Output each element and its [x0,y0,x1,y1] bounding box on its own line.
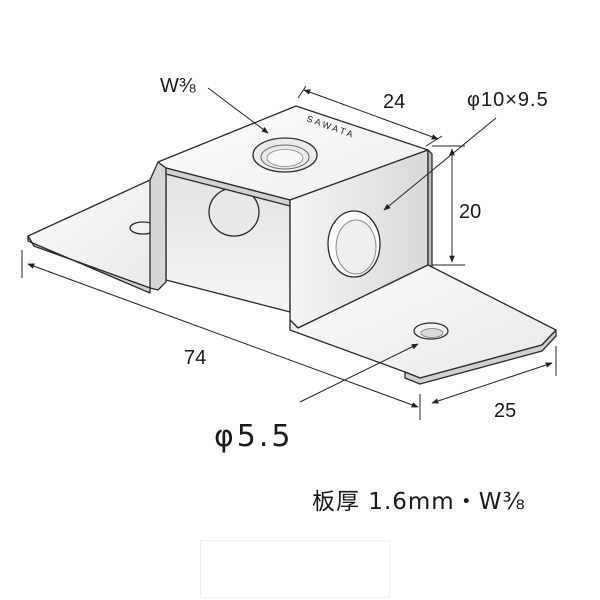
dim-top-width [303,89,439,140]
faint-frame [200,540,390,598]
label-foot-width: 25 [494,400,516,422]
dim-foot-width [431,362,553,404]
label-foot-hole: φ5.5 [214,419,294,454]
bracket-body [27,105,557,385]
label-height: 20 [459,201,481,223]
leader-side-hole [383,117,497,211]
label-thread-size: W⅜ [160,75,196,97]
spec-line: 板厚 1.6mm・W⅜ [312,489,526,515]
leader-thread [207,87,269,134]
label-top-width: 24 [383,91,405,113]
left-wall [149,161,167,291]
label-length: 74 [184,347,206,369]
dim-length [27,263,419,408]
leader-foot-hole [299,343,419,403]
label-side-hole: φ10×9.5 [467,89,549,111]
dimension-lines [21,85,557,420]
